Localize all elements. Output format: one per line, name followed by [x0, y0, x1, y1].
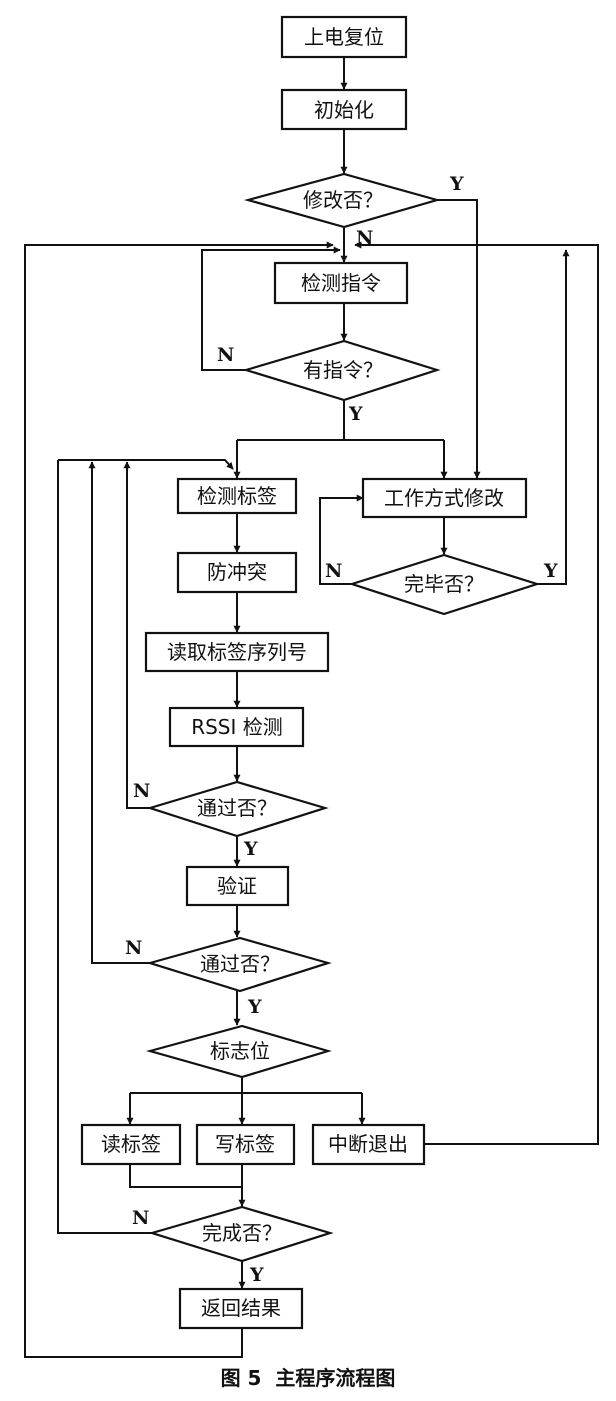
node-rssi: RSSI 检测 [168, 706, 305, 748]
node-return-result-label: 返回结果 [201, 1296, 281, 1320]
node-init: 初始化 [280, 88, 408, 131]
node-work-mode: 工作方式修改 [361, 477, 528, 519]
edge-retry-merge [58, 459, 234, 470]
node-interrupt-label: 中断退出 [328, 1132, 408, 1156]
label-finish-yes: Y [543, 560, 558, 582]
node-pass1-decision: 通过否？ [146, 780, 329, 838]
label-modify-yes: Y [449, 173, 464, 195]
edge-finish-no [319, 494, 364, 585]
node-has-command-decision: 有指令？ [242, 339, 441, 402]
node-flag-label: 标志位 [210, 1039, 270, 1063]
node-anti-collision: 防冲突 [176, 551, 298, 594]
label-done-no: N [132, 1207, 149, 1229]
node-finish-decision: 完毕否？ [348, 553, 541, 616]
node-anti-collision-label: 防冲突 [207, 560, 267, 584]
node-pass2-label: 通过否？ [200, 952, 280, 976]
node-detect-command-label: 检测指令 [301, 271, 381, 295]
node-has-command-label: 有指令？ [303, 358, 383, 382]
node-pass1-label: 通过否？ [197, 796, 277, 820]
nodes: 上电复位 初始化 修改否？ 检测指令 有指令？ 检测标签 工作方式修改 完毕否 [80, 15, 541, 1330]
node-rssi-label: RSSI 检测 [191, 715, 283, 739]
label-pass2-yes: Y [247, 996, 262, 1018]
node-verify-label: 验证 [217, 874, 257, 898]
node-detect-command: 检测指令 [273, 261, 409, 305]
node-finish-label: 完毕否？ [404, 572, 484, 596]
edge-modify-yes [437, 199, 481, 479]
edge-pass1-no [123, 461, 150, 809]
edge-finish-yes [537, 249, 570, 585]
node-power-reset-label: 上电复位 [304, 25, 384, 49]
edge-interrupt-loop [354, 241, 599, 1145]
label-pass1-no: N [133, 780, 150, 802]
node-init-label: 初始化 [314, 98, 374, 122]
node-read-serial: 读取标签序列号 [144, 631, 330, 673]
node-return-result: 返回结果 [178, 1287, 304, 1330]
node-detect-tag: 检测标签 [176, 477, 298, 515]
node-flag-decision: 标志位 [145, 1024, 332, 1079]
node-detect-tag-label: 检测标签 [197, 484, 277, 508]
node-done-decision: 完成否？ [148, 1205, 334, 1263]
label-finish-no: N [325, 560, 342, 582]
node-modify-label: 修改否？ [303, 188, 383, 212]
node-read-serial-label: 读取标签序列号 [167, 640, 307, 664]
label-modify-no: N [356, 227, 373, 249]
edge-return-loop [24, 241, 334, 1358]
node-done-label: 完成否？ [202, 1221, 282, 1245]
node-power-reset: 上电复位 [280, 15, 408, 59]
node-write-tag-label: 写标签 [215, 1132, 275, 1156]
edge-read-to-done [129, 1164, 242, 1188]
edges [24, 57, 599, 1358]
label-hascmd-yes: Y [348, 403, 363, 425]
node-write-tag: 写标签 [195, 1123, 296, 1166]
label-pass1-yes: Y [243, 838, 258, 860]
figure-caption: 图 5 主程序流程图 [221, 1366, 396, 1390]
label-pass2-no: N [125, 937, 142, 959]
node-interrupt: 中断退出 [311, 1123, 426, 1166]
node-modify-decision: 修改否？ [243, 172, 442, 229]
node-verify: 验证 [185, 865, 290, 907]
node-read-tag: 读标签 [80, 1123, 182, 1166]
edge-hascmd-no [201, 246, 341, 371]
edge-labels: Y N N Y N Y N Y N Y N Y [125, 173, 558, 1286]
label-done-yes: Y [249, 1264, 264, 1286]
node-read-tag-label: 读标签 [101, 1132, 161, 1156]
edge-pass2-no [88, 461, 150, 964]
label-hascmd-no: N [217, 344, 234, 366]
node-pass2-decision: 通过否？ [146, 936, 332, 993]
edge-done-no [57, 460, 152, 1234]
node-work-mode-label: 工作方式修改 [384, 486, 504, 510]
